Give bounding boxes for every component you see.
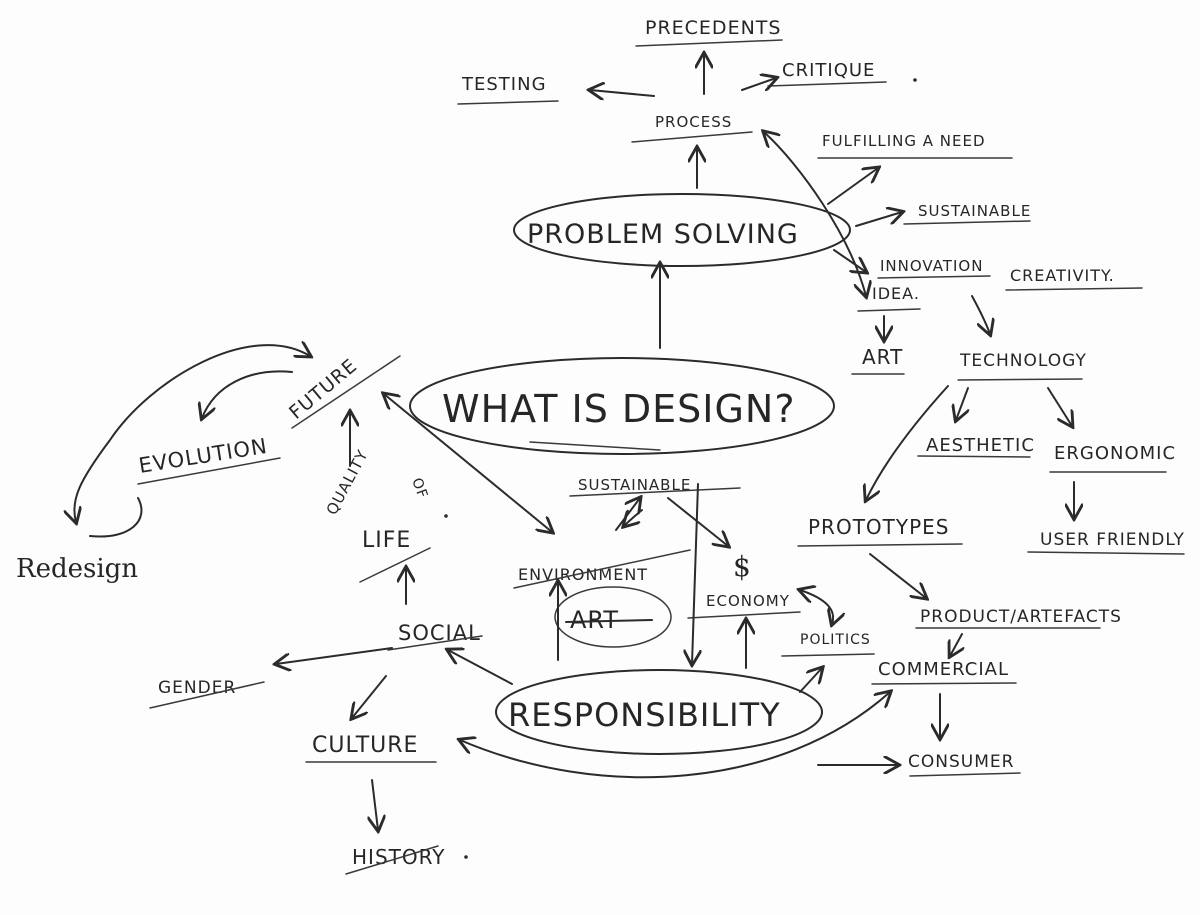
dot-history — [464, 855, 468, 859]
sustainable-top-label: SUSTAINABLE — [918, 202, 1031, 220]
dollar-label: $ — [733, 550, 751, 583]
precedents-label: PRECEDENTS — [645, 17, 781, 39]
user-friendly-label: USER FRIENDLY — [1040, 530, 1185, 550]
technology-label: TECHNOLOGY — [959, 351, 1087, 371]
economy-label: ECONOMY — [706, 592, 790, 610]
innovation-label: INNOVATION — [880, 257, 983, 275]
problem-solving-label: PROBLEM SOLVING — [527, 219, 799, 250]
fulfilling-label: FULFILLING A NEED — [822, 132, 986, 150]
responsibility-label: RESPONSIBILITY — [508, 696, 781, 734]
art-crossed-ellipse — [554, 586, 672, 648]
double-arrows — [74, 132, 890, 779]
aesthetic-label: AESTHETIC — [926, 435, 1035, 456]
consumer-label: CONSUMER — [908, 752, 1014, 772]
art-strikethrough — [565, 619, 653, 623]
life-label: LIFE — [362, 528, 411, 553]
redesign-label: Redesign — [16, 554, 138, 584]
gender-label: GENDER — [158, 678, 236, 698]
underlines — [137, 39, 1185, 875]
creativity-label: CREATIVITY. — [1010, 266, 1115, 285]
testing-label: TESTING — [461, 74, 547, 95]
social-label: SOCIAL — [398, 621, 481, 645]
ergonomic-label: ERGONOMIC — [1054, 443, 1176, 464]
quality-label: QUALITY — [323, 447, 372, 518]
prototypes-label: PROTOTYPES — [808, 515, 949, 539]
idea-label: IDEA. — [872, 284, 920, 303]
process-label: PROCESS — [655, 113, 732, 131]
critique-label: CRITIQUE — [782, 60, 875, 81]
of-label: OF — [408, 476, 430, 501]
sustainable-center-label: SUSTAINABLE — [578, 476, 691, 494]
politics-label: POLITICS — [800, 632, 871, 648]
product-artefacts-label: PRODUCT/ARTEFACTS — [920, 607, 1122, 627]
center-label: WHAT IS DESIGN? — [442, 387, 796, 431]
dot-critique — [913, 78, 917, 82]
environment-label: ENVIRONMENT — [518, 565, 648, 584]
art-right-label: ART — [862, 345, 903, 369]
commercial-label: COMMERCIAL — [878, 659, 1009, 680]
dot-life — [444, 514, 448, 518]
culture-label: CULTURE — [312, 733, 418, 758]
